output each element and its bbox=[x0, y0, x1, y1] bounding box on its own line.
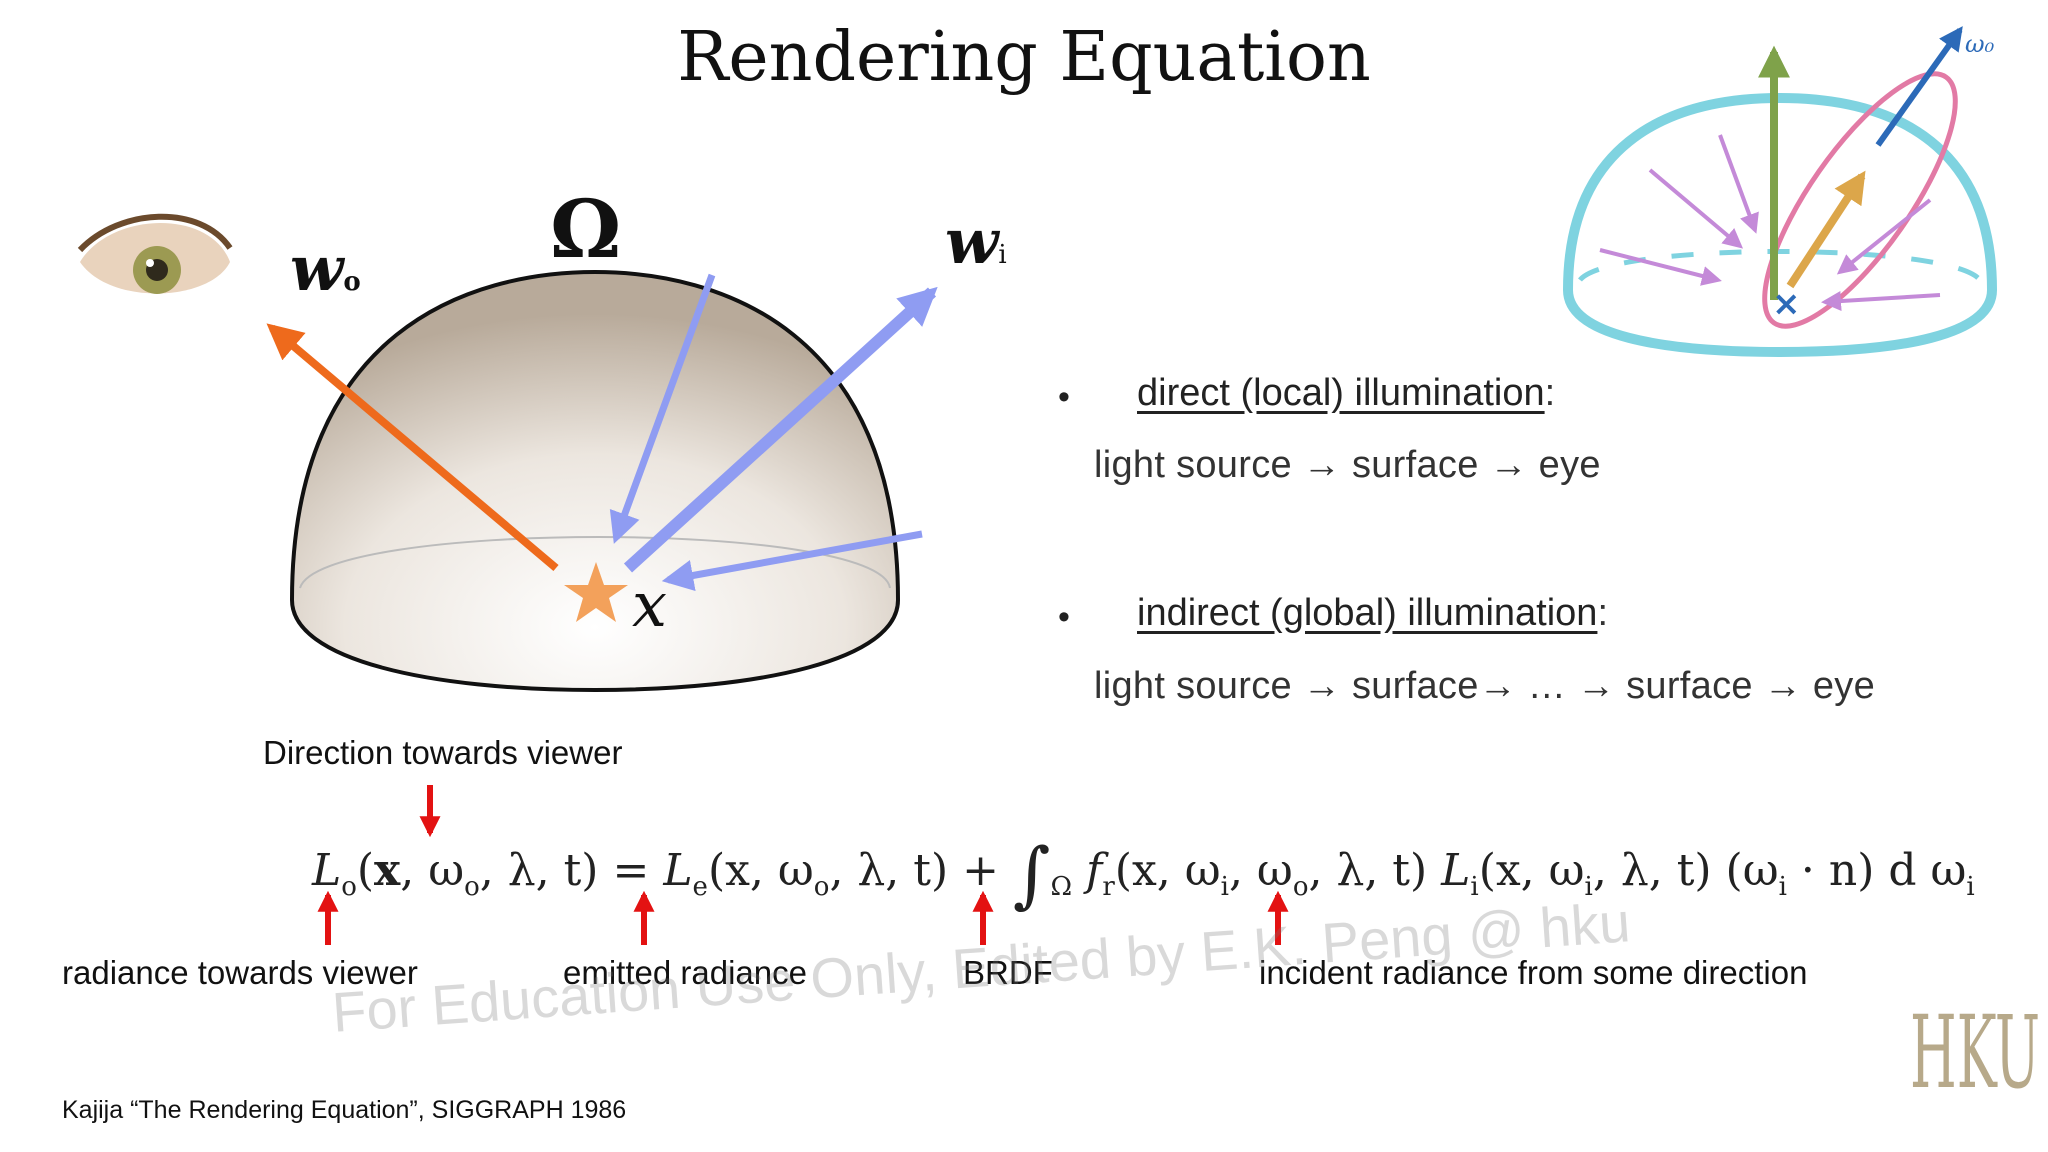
point-x-label: x bbox=[632, 568, 667, 641]
eye-icon bbox=[77, 213, 233, 294]
svg-text:ω₀: ω₀ bbox=[1965, 30, 1995, 58]
bullet-text-2: light source → surface→ … → surface → ey… bbox=[1094, 665, 1876, 707]
bullet-marker-1: • bbox=[1058, 378, 1070, 416]
dome-rim bbox=[299, 536, 891, 589]
surface-point-star bbox=[564, 562, 628, 622]
omega-i-label: wi bbox=[945, 205, 1007, 278]
label-emitted-radiance: emitted radiance bbox=[563, 954, 807, 991]
dome-shape bbox=[289, 269, 901, 693]
corner-hemisphere-sketch: × ω₀ bbox=[1562, 26, 1998, 358]
incoming-ray-2 bbox=[623, 286, 938, 573]
hemisphere-omega-label: Ω bbox=[550, 182, 622, 276]
incoming-ray-3 bbox=[661, 530, 923, 592]
incoming-ray-1 bbox=[609, 273, 716, 544]
label-incident-radiance: incident radiance from some direction bbox=[1259, 954, 1808, 991]
label-radiance-towards-viewer: radiance towards viewer bbox=[62, 954, 418, 991]
bullet-heading-2: indirect (global) illumination: bbox=[1137, 592, 1609, 634]
hku-logo: HKU bbox=[1910, 995, 2040, 1111]
bullet-text-1: light source → surface → eye bbox=[1094, 444, 1601, 486]
svg-text:×: × bbox=[1772, 284, 1801, 324]
svg-text:HKU: HKU bbox=[1910, 995, 2040, 1111]
omega-o-label: wo bbox=[290, 232, 361, 305]
label-direction-towards-viewer: Direction towards viewer bbox=[263, 734, 623, 771]
slide-title: Rendering Equation bbox=[677, 18, 1371, 97]
bullet-heading-1: direct (local) illumination: bbox=[1137, 372, 1556, 414]
bullet-marker-2: • bbox=[1058, 598, 1070, 636]
outgoing-ray bbox=[266, 323, 559, 572]
citation: Kajija “The Rendering Equation”, SIGGRAP… bbox=[62, 1096, 627, 1124]
label-brdf: BRDF bbox=[963, 954, 1053, 991]
rendering-equation: Lo(x, ωo, λ, t) = Le(x, ωo, λ, t) + ∫Ω f… bbox=[312, 832, 1975, 916]
